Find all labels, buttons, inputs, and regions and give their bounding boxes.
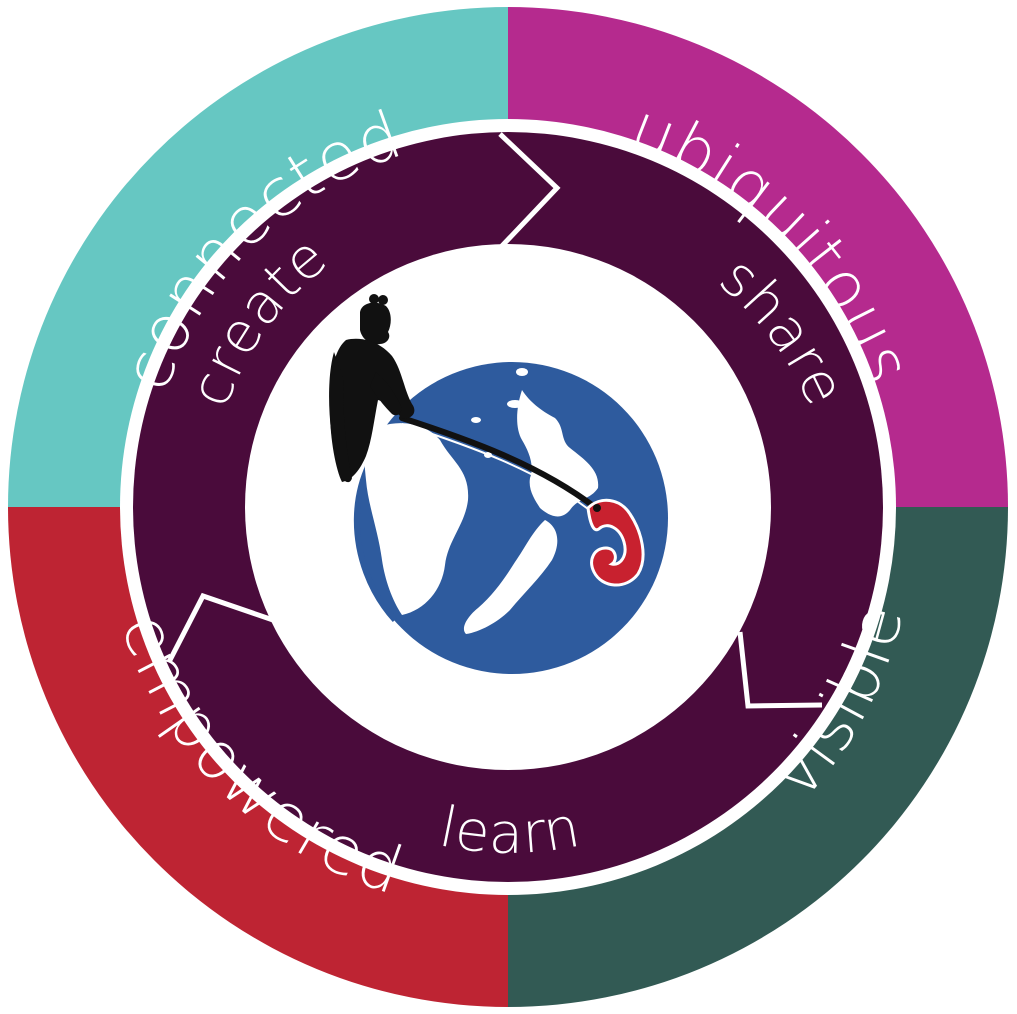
arrow-left (166, 592, 274, 664)
arrow-right (737, 631, 823, 709)
land-masses (364, 368, 599, 634)
figure-icon (329, 294, 415, 483)
label-learn: learn (434, 795, 585, 867)
arrow-top (498, 132, 561, 250)
fish-hook-icon (586, 498, 645, 587)
maui-fishing-globe-icon (329, 294, 668, 674)
fishing-line (399, 415, 599, 511)
cycle-arrows (166, 132, 823, 709)
